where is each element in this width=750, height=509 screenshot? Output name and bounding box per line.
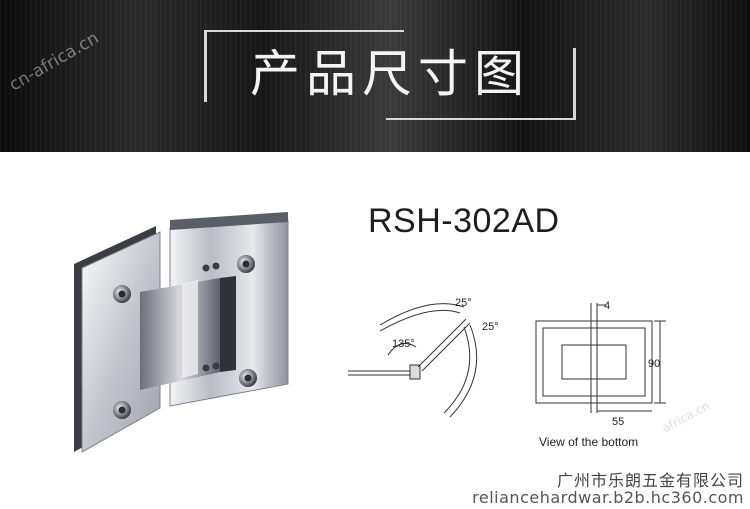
title-frame: 产品尺寸图 (204, 30, 576, 120)
model-number: RSH-302AD (368, 202, 560, 240)
angle-label-upper: 25° (455, 297, 472, 309)
frame-top-line (204, 30, 404, 32)
small-screw (212, 362, 220, 370)
angle-label-lower: 25° (482, 321, 499, 333)
page-title: 产品尺寸图 (250, 45, 530, 103)
banner-texture (0, 0, 750, 152)
knuckle-shadow (220, 276, 236, 372)
upper-arc (379, 303, 465, 326)
screw-hole (242, 260, 250, 268)
technical-diagram: 25° 25° 135° 4 90 55 (348, 297, 666, 428)
knuckle-highlight (182, 280, 198, 378)
lower-arc-inner (443, 326, 471, 414)
angle-label-main: 135° (392, 338, 415, 350)
hinge-product-image (74, 212, 289, 453)
bottom-view-outer (535, 320, 653, 404)
hinge-knuckle (140, 278, 220, 390)
small-screw (202, 264, 210, 272)
frame-left-line (204, 30, 207, 102)
bottom-view-center-block (561, 344, 627, 380)
small-screw (212, 262, 220, 270)
left-plate (81, 231, 161, 453)
dim-label-width: 55 (612, 416, 624, 428)
screw-hole (118, 406, 126, 414)
dim-label-top: 4 (604, 300, 610, 312)
company-website: reliancehardwar.b2b.hc360.com (472, 488, 744, 507)
small-screw (202, 364, 210, 372)
right-plate-edge (170, 212, 288, 230)
diagram-caption: View of the bottom (539, 435, 639, 449)
company-name: 广州市乐朗五金有限公司 (556, 471, 744, 490)
door-line-angled (421, 322, 471, 372)
screw-hole (118, 290, 126, 298)
hinge-symbol (409, 364, 421, 380)
lower-arc (449, 324, 478, 418)
frame-bottom-line (386, 118, 576, 120)
angle-arc (387, 342, 417, 356)
frame-right-line (573, 48, 576, 120)
door-line-angled (417, 318, 467, 368)
screw-hole (244, 374, 252, 382)
upper-arc-inner (379, 309, 461, 332)
bottom-view-inner (542, 327, 646, 397)
header-banner: 产品尺寸图 cn-africa.cn (0, 0, 750, 152)
dim-label-height: 90 (648, 358, 660, 370)
